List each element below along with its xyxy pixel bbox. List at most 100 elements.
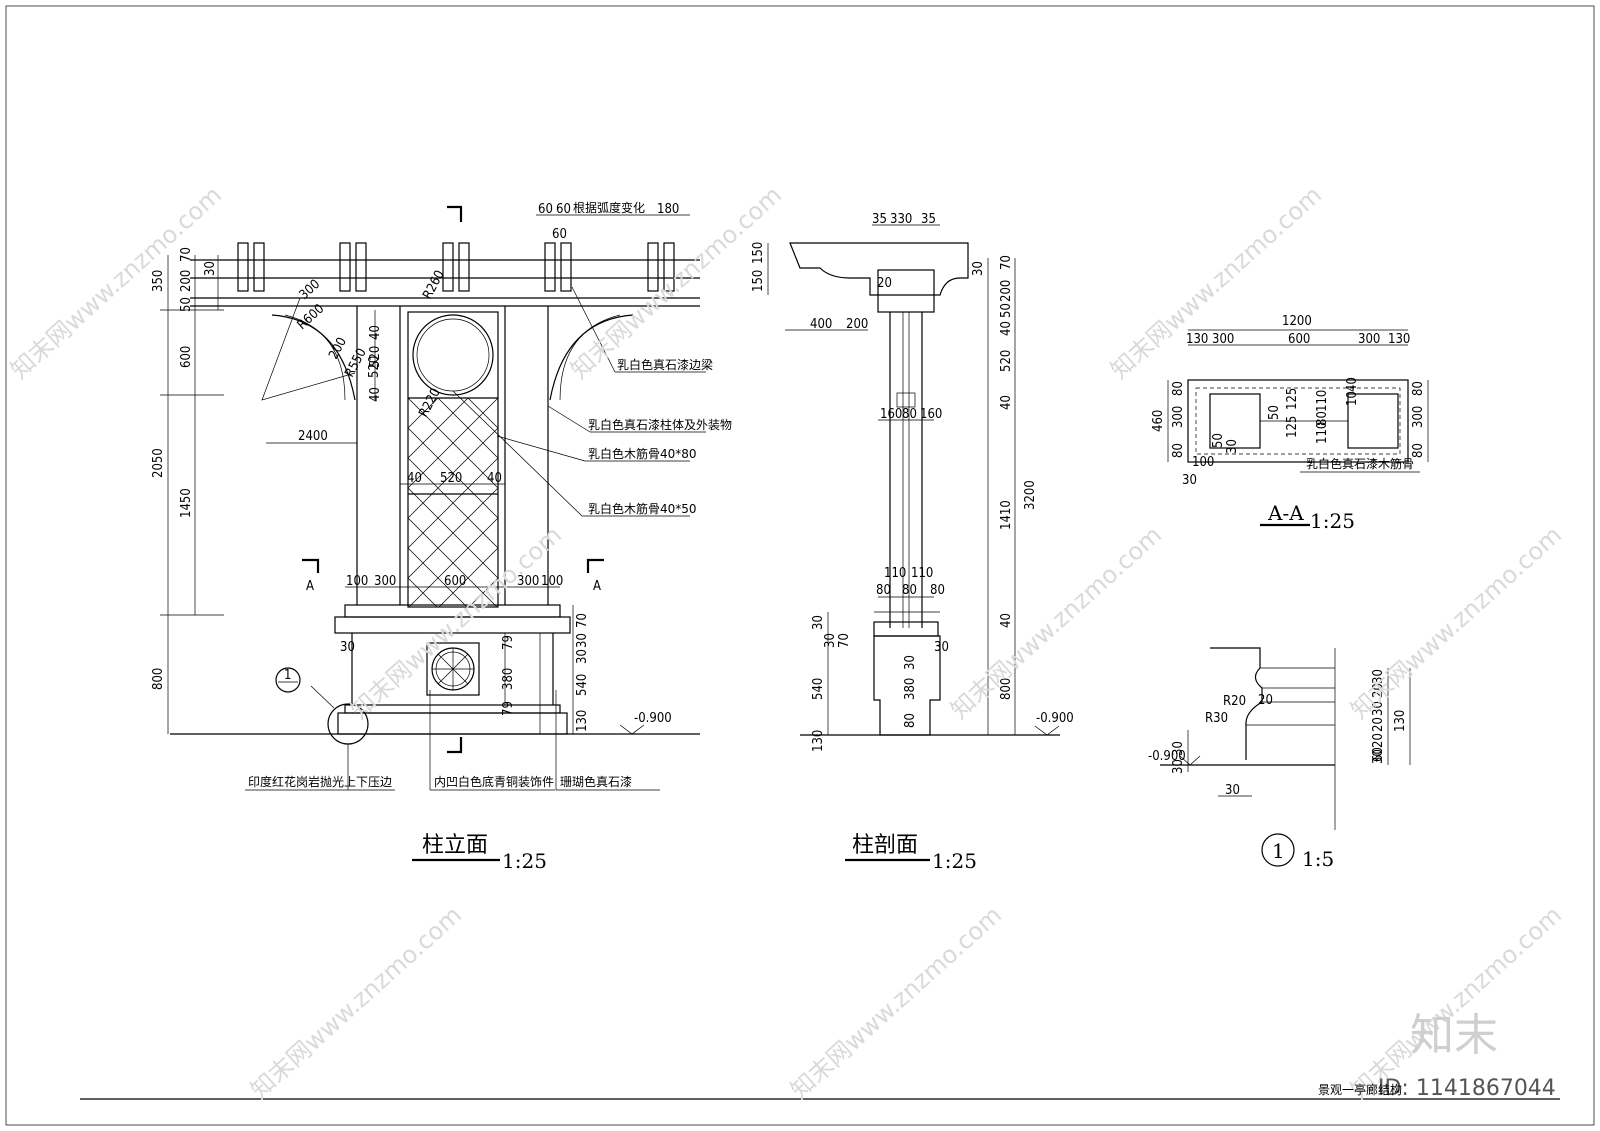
watermark-text: 知末网www.znzmo.com <box>1345 901 1567 1105</box>
section-view: 35 330 35 150 150 400 200 20 160 80 160 … <box>751 212 1074 873</box>
elev-dim-40d: 40 <box>487 471 502 486</box>
aa-dim-130a: 130 <box>1186 332 1208 347</box>
elev-dim-30b: 30 <box>575 649 590 664</box>
sect-dim-110a: 110 <box>884 566 906 581</box>
sect-dim-150b: 150 <box>751 242 766 264</box>
d1-scale: 1:5 <box>1302 847 1334 871</box>
sect-dim-160a: 160 <box>880 407 902 422</box>
elev-dim-40a: 40 <box>368 325 383 340</box>
aa-dim-80d: 80 <box>1411 443 1426 458</box>
aa-dim-460: 460 <box>1151 410 1166 432</box>
d1-side-20a: 20 <box>1371 683 1386 698</box>
d1-side-20b: 20 <box>1371 717 1386 732</box>
aa-dim-80c: 80 <box>1411 381 1426 396</box>
aa-dim-50a: 50 <box>1267 405 1282 420</box>
aa-dim-10: 10 <box>1345 391 1360 406</box>
elev-dim-100b: 100 <box>541 574 563 589</box>
d1-bottom-30: 30 <box>1225 783 1240 798</box>
elev-dim-top-1: 60 <box>538 202 553 217</box>
elev-radius-r260: R260 <box>420 268 448 302</box>
elev-dim-top-3: 根据弧度变化 <box>573 200 645 215</box>
elev-detail-callout <box>275 667 301 693</box>
elev-note-coral: 珊瑚色真石漆 <box>560 774 632 789</box>
sect-dim-30c: 30 <box>934 640 949 655</box>
elev-dim-800: 800 <box>151 668 166 690</box>
elev-radius-r550: R550 <box>342 346 370 380</box>
watermark-id: ID: 1141867044 <box>1378 1076 1556 1101</box>
aa-dim-300a: 300 <box>1212 332 1234 347</box>
elev-dim-40b: 40 <box>368 387 383 402</box>
sect-dim-80: 80 <box>903 713 918 728</box>
elev-dim-79a: 79 <box>501 635 516 650</box>
d1-symbol: 1 <box>1272 839 1285 863</box>
sect-dim-r50: 50 <box>999 303 1014 318</box>
watermark-text: 知末网www.znzmo.com <box>945 521 1167 725</box>
sect-dim-380: 380 <box>903 678 918 700</box>
sect-dim-80d: 80 <box>930 583 945 598</box>
d1-side-130: 130 <box>1393 710 1408 732</box>
elev-scale: 1:25 <box>502 849 547 873</box>
d1-side-20c: 20 <box>1371 733 1386 748</box>
sect-scale: 1:25 <box>932 849 977 873</box>
watermark-brand: 知末 <box>1410 1010 1498 1061</box>
aa-dim-40: 40 <box>1345 377 1360 392</box>
aa-dim-130b: 130 <box>1388 332 1410 347</box>
sect-dim-top-330: 330 <box>890 212 912 227</box>
aa-dim-600: 600 <box>1288 332 1310 347</box>
elev-dim-100a: 100 <box>346 574 368 589</box>
elev-dim-520b: 520 <box>440 471 462 486</box>
sect-dim-30a: 30 <box>811 615 826 630</box>
aa-dim-80a: 80 <box>1171 381 1186 396</box>
watermark-layer: 知末网www.znzmo.com 知末网www.znzmo.com 知末网www… <box>5 181 1567 1105</box>
aa-dim-110b: 110 <box>1315 422 1330 444</box>
sect-dim-r30: 30 <box>971 261 986 276</box>
sect-dim-r520: 520 <box>999 350 1014 372</box>
aa-dim-125a: 125 <box>1285 388 1300 410</box>
d1-left-30b: 30 <box>1171 759 1186 774</box>
aa-dim-30b: 30 <box>1182 473 1197 488</box>
sect-dim-r200: 200 <box>999 280 1014 302</box>
watermark-text: 知末网www.znzmo.com <box>1345 521 1567 725</box>
elev-dim-130: 130 <box>575 710 590 732</box>
aa-scale: 1:25 <box>1310 509 1355 533</box>
title-block-text: 景观一亭廊结构 <box>1318 1082 1402 1097</box>
elev-dim-300a: 300 <box>374 574 396 589</box>
elev-section-mark-left: A <box>306 579 314 594</box>
elev-dim-380: 380 <box>501 668 516 690</box>
sect-title: 柱剖面 <box>852 833 918 858</box>
sect-dim-150a: 150 <box>751 270 766 292</box>
elev-note-wood50: 乳白色木筋骨40*50 <box>588 501 697 516</box>
d1-side-30a: 30 <box>1371 669 1386 684</box>
d1-r20: R20 <box>1223 694 1246 709</box>
sect-dim-200: 200 <box>846 317 868 332</box>
elev-detail-callout-number: 1 <box>284 668 291 683</box>
d1-side-30c: 30 <box>1371 749 1386 764</box>
elev-dim-300b: 300 <box>517 574 539 589</box>
sect-dim-30b: 30 <box>823 633 838 648</box>
aa-dim-110a: 110 <box>1315 390 1330 412</box>
elev-title: 柱立面 <box>422 833 488 858</box>
sect-dim-r1410: 1410 <box>999 500 1014 530</box>
sect-dim-r800: 800 <box>999 678 1014 700</box>
aa-dim-1200: 1200 <box>1282 314 1312 329</box>
sect-dim-r40a: 40 <box>999 321 1014 336</box>
d1-left-30a: 30 <box>1171 741 1186 756</box>
elev-radius-200: 200 <box>326 335 350 362</box>
sect-dim-r40c: 40 <box>999 613 1014 628</box>
elev-dim-30a: 30 <box>575 633 590 648</box>
sect-dim-80c: 80 <box>902 583 917 598</box>
aa-dim-30a: 30 <box>1225 439 1240 454</box>
d1-side-30b: 30 <box>1371 701 1386 716</box>
aa-dim-100: 100 <box>1192 455 1214 470</box>
elev-note-bronze: 内凹白色底青铜装饰件 <box>434 774 554 789</box>
sect-level: -0.900 <box>1036 711 1074 726</box>
elev-dim-520a: 520 <box>368 346 383 368</box>
elev-dim-200: 200 <box>179 270 194 292</box>
aa-dim-300b: 300 <box>1358 332 1380 347</box>
aa-dim-300c: 300 <box>1171 406 1186 428</box>
sect-dim-top-35a: 35 <box>872 212 887 227</box>
sect-dim-400: 400 <box>810 317 832 332</box>
sect-dim-80b: 80 <box>876 583 891 598</box>
sect-dim-70: 70 <box>837 633 852 648</box>
